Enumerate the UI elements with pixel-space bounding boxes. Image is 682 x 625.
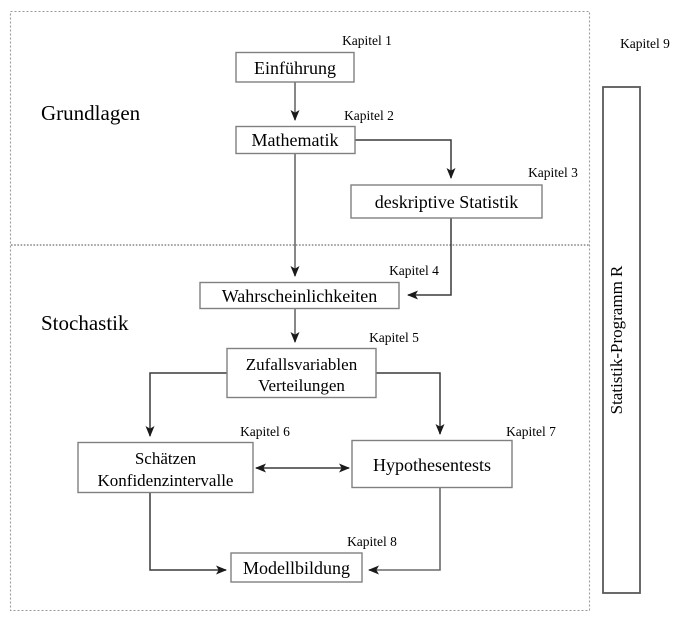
node-deskriptive-statistik[interactable] (350, 184, 543, 219)
node-label-hypothesentests: Hypothesentests (373, 455, 491, 475)
node-label-schaetzen-line1: Schätzen (135, 449, 197, 468)
node-einfuehrung[interactable] (235, 51, 355, 83)
node-wahrscheinlichkeiten[interactable] (199, 281, 400, 310)
node-label-zufallsvariablen-line1: Zufallsvariablen (246, 355, 358, 374)
chapter-label-3: Kapitel 3 (528, 165, 578, 180)
connector-schaetzen-modellbildung (149, 493, 227, 575)
node-label-wahrscheinlichkeiten: Wahrscheinlichkeiten (222, 286, 378, 306)
connector-mathematik-deskriptive (355, 139, 456, 179)
node-statistik-programm-r[interactable] (602, 86, 641, 594)
node-label-mathematik: Mathematik (252, 130, 339, 150)
node-label-modellbildung: Modellbildung (243, 558, 350, 578)
chapter-label-9: Kapitel 9 (620, 36, 670, 51)
chapter-label-2: Kapitel 2 (344, 108, 394, 123)
node-zufallsvariablen[interactable] (226, 347, 377, 399)
node-hypothesentests[interactable] (351, 439, 513, 489)
section-label-grundlagen: Grundlagen (41, 101, 141, 125)
connector-hypothesentests-modellbildung (368, 487, 441, 575)
chapter-label-6: Kapitel 6 (240, 424, 290, 439)
section-label-stochastik: Stochastik (41, 311, 129, 335)
node-label-einfuehrung: Einführung (254, 58, 336, 78)
connector-zufallsvariablen-hypothesentests (376, 372, 445, 435)
node-label-deskriptive-statistik: deskriptive Statistik (375, 192, 519, 212)
chapter-label-8: Kapitel 8 (347, 534, 397, 549)
chapter-label-5: Kapitel 5 (369, 330, 419, 345)
node-label-schaetzen-line2: Konfidenzintervalle (98, 471, 234, 490)
node-schaetzen[interactable] (77, 441, 254, 494)
chapter-label-7: Kapitel 7 (506, 424, 556, 439)
chapter-label-1: Kapitel 1 (342, 33, 392, 48)
node-label-zufallsvariablen-line2: Verteilungen (258, 376, 345, 395)
chapter-label-4: Kapitel 4 (389, 263, 439, 278)
connector-deskriptive-wahrscheinlichkeiten (407, 218, 452, 300)
node-label-statistik-programm-r: Statistik-Programm R (607, 265, 626, 414)
connector-zufallsvariablen-schaetzen (145, 372, 227, 437)
node-modellbildung[interactable] (230, 552, 363, 583)
outer-frame (9, 10, 591, 612)
node-mathematik[interactable] (235, 125, 356, 155)
